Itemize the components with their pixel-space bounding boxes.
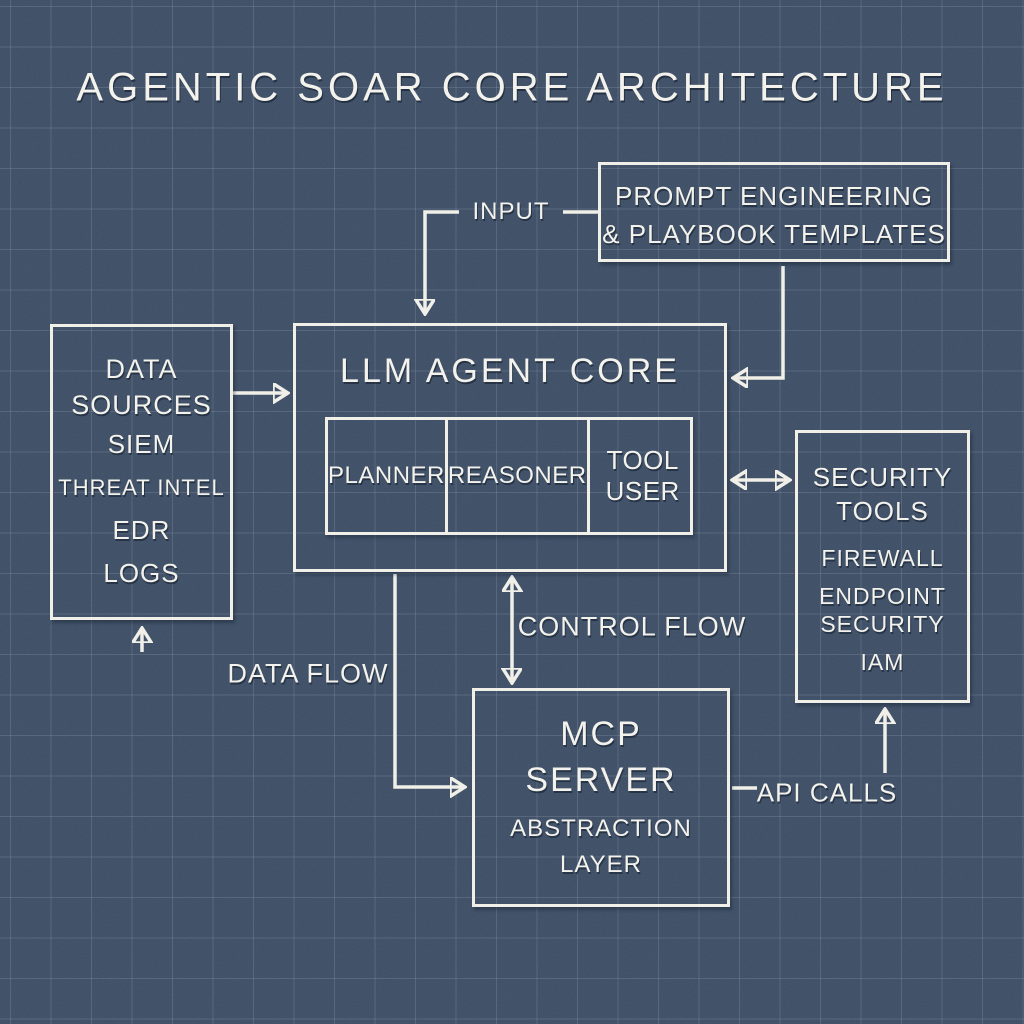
label-api-calls: API CALLS — [756, 777, 898, 808]
security-tools-title-line-1: SECURITY — [812, 462, 953, 492]
module-tool-user: TOOL USER — [586, 420, 696, 532]
mcp-server-title-line-1: MCP — [560, 715, 642, 753]
llm-modules-container: PLANNER REASONER TOOL USER — [325, 417, 693, 535]
module-reasoner: REASONER — [444, 420, 587, 532]
data-sources-title-line-1: DATA — [105, 354, 178, 384]
node-mcp-server: MCP SERVER ABSTRACTION LAYER — [472, 688, 730, 907]
label-data-flow: DATA FLOW — [227, 658, 389, 689]
security-tool-item-endpoint-security: ENDPOINT SECURITY — [819, 583, 946, 637]
data-source-item-edr: EDR — [112, 515, 171, 545]
data-source-item-siem: SIEM — [107, 429, 176, 459]
prompt-templates-line-2: & PLAYBOOK TEMPLATES — [602, 219, 946, 249]
data-source-item-logs: LOGS — [103, 558, 180, 588]
mcp-server-title-line-2: SERVER — [525, 761, 677, 799]
node-data-sources: DATA SOURCES SIEM THREAT INTEL EDR LOGS — [50, 324, 233, 620]
module-planner: PLANNER — [328, 462, 445, 489]
node-security-tools: SECURITY TOOLS FIREWALL ENDPOINT SECURIT… — [795, 430, 970, 703]
arrow-data-flow-llm-to-mcp — [393, 574, 465, 787]
arrow-prompt-feedback-to-llm — [733, 266, 785, 378]
node-prompt-templates: PROMPT ENGINEERING & PLAYBOOK TEMPLATES — [598, 162, 950, 262]
security-tool-item-iam: IAM — [860, 649, 905, 675]
mcp-server-subtitle-line-2: LAYER — [560, 851, 642, 878]
label-control-flow: CONTROL FLOW — [517, 611, 747, 642]
node-llm-agent-core: LLM AGENT CORE PLANNER REASONER TOOL USE… — [293, 323, 727, 572]
security-tool-item-firewall: FIREWALL — [821, 545, 944, 571]
llm-agent-core-title: LLM AGENT CORE — [340, 352, 680, 390]
data-source-item-threat-intel: THREAT INTEL — [58, 475, 225, 500]
data-sources-title-line-2: SOURCES — [71, 390, 212, 420]
label-input: INPUT — [472, 198, 550, 225]
security-tools-title-line-2: TOOLS — [836, 496, 929, 526]
diagram-title: AGENTIC SOAR CORE ARCHITECTURE — [76, 65, 948, 110]
arrow-input-to-llm — [425, 210, 459, 314]
prompt-templates-line-1: PROMPT ENGINEERING — [614, 181, 933, 211]
mcp-server-subtitle-line-1: ABSTRACTION — [510, 815, 692, 842]
